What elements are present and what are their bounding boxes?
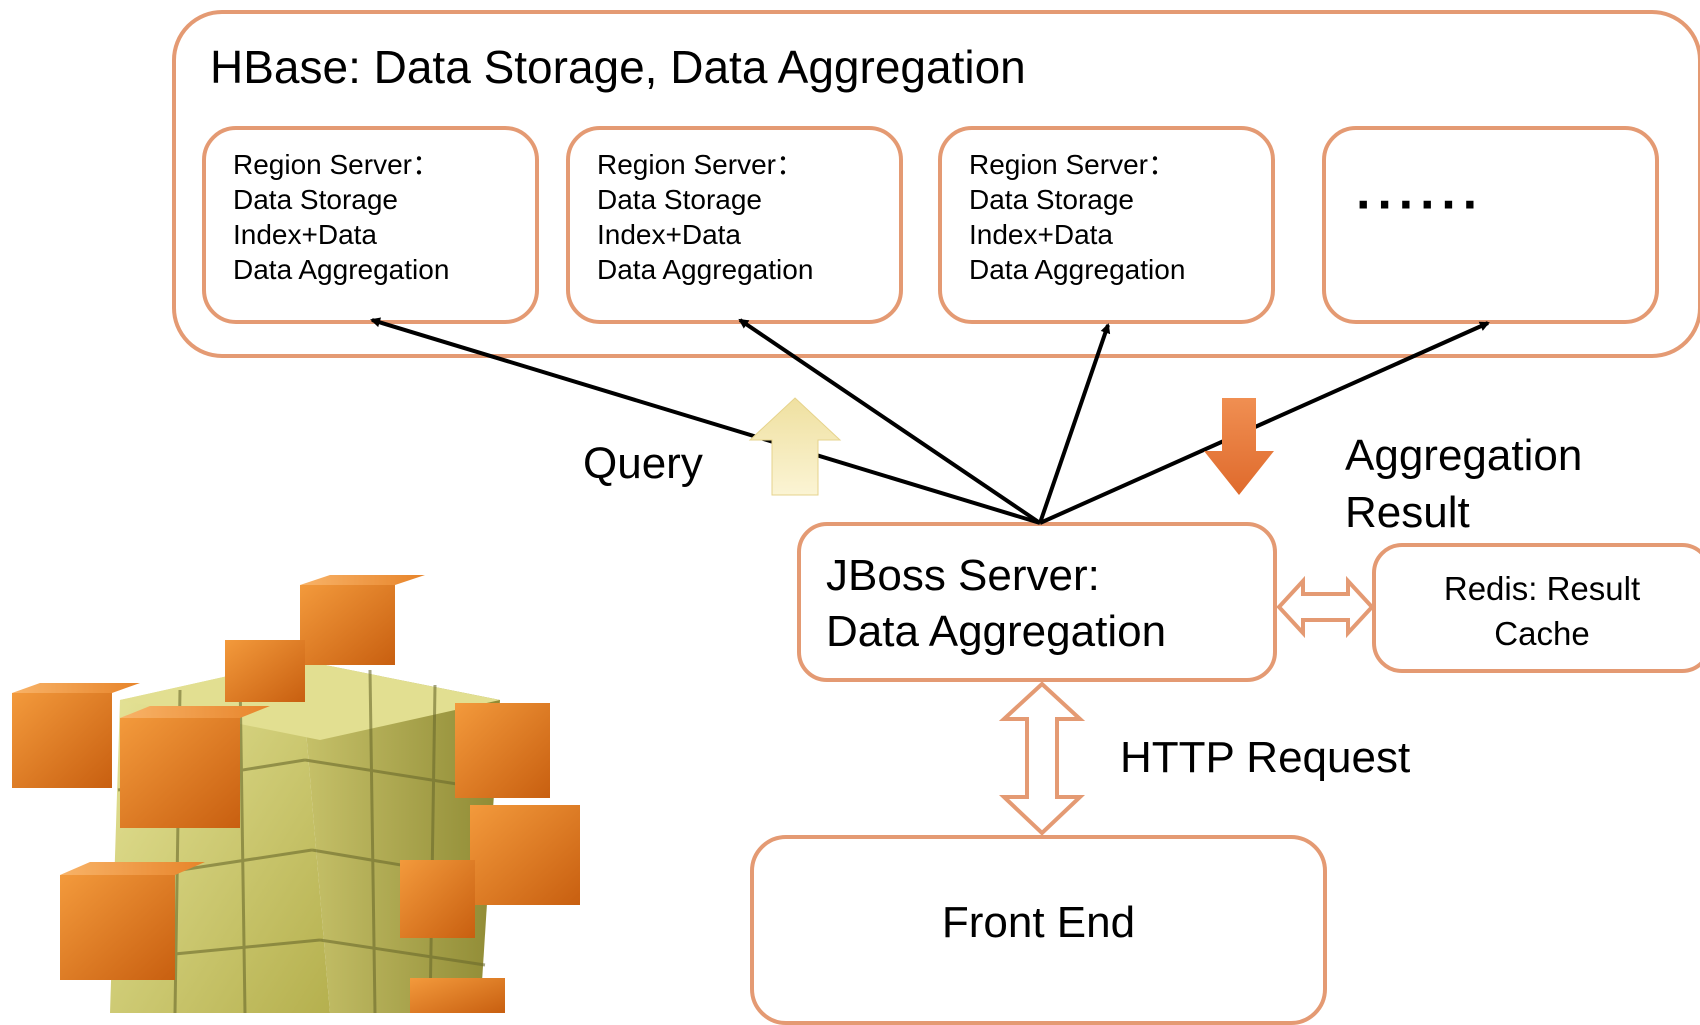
region-server-box-2 (566, 126, 903, 324)
jboss-title: JBoss Server: (826, 551, 1100, 600)
region-server-line: Data Aggregation (233, 254, 450, 285)
cache-double-arrow (1276, 575, 1375, 639)
query-arrow-rs4 (1039, 321, 1490, 525)
redis-cache-text: Redis: Result Cache (1372, 566, 1700, 656)
redis-line-1: Redis: Result (1443, 570, 1641, 607)
redis-line-2: Cache (1494, 615, 1590, 652)
region-server-title: Region Server： (969, 149, 1176, 180)
region-server-box-1 (202, 126, 539, 324)
region-server-box-more (1322, 126, 1659, 324)
jboss-subtitle: Data Aggregation (826, 607, 1167, 656)
aggregation-result-label-2: Result (1345, 488, 1470, 537)
jboss-server-text: JBoss Server: Data Aggregation (826, 548, 1166, 660)
front-end-box (750, 835, 1327, 1025)
aggregation-result-label-1: Aggregation (1345, 431, 1583, 480)
region-server-line: Data Aggregation (969, 254, 1186, 285)
region-server-line: Data Storage (233, 184, 398, 215)
hbase-title: HBase: Data Storage, Data Aggregation (210, 41, 1026, 93)
region-server-line: Index+Data (969, 219, 1113, 250)
cube-illustration (12, 575, 580, 1013)
result-direction-arrow (1204, 398, 1274, 495)
query-arrow-rs3 (1038, 323, 1111, 524)
query-arrow-rs1 (370, 317, 1041, 525)
region-server-line: Data Storage (597, 184, 762, 215)
redis-cache-box (1372, 543, 1700, 673)
region-server-text-2: Region Server： Data Storage Index+Data D… (597, 147, 813, 287)
region-server-line: Data Aggregation (597, 254, 814, 285)
region-server-line: Data Storage (969, 184, 1134, 215)
query-direction-arrow (748, 397, 842, 496)
region-server-box-3 (938, 126, 1275, 324)
jboss-server-box (797, 522, 1277, 682)
region-server-text-3: Region Server： Data Storage Index+Data D… (969, 147, 1185, 287)
region-server-line: Index+Data (233, 219, 377, 250)
query-label: Query (583, 439, 703, 488)
more-servers-ellipsis: ······ (1356, 176, 1484, 234)
region-server-text-1: Region Server： Data Storage Index+Data D… (233, 147, 449, 287)
http-double-arrow (998, 681, 1086, 836)
region-server-line: Index+Data (597, 219, 741, 250)
http-request-label: HTTP Request (1120, 733, 1411, 782)
region-server-title: Region Server： (233, 149, 440, 180)
region-server-title: Region Server： (597, 149, 804, 180)
front-end-label: Front End (941, 898, 1136, 947)
query-arrow-rs2 (738, 318, 1042, 525)
